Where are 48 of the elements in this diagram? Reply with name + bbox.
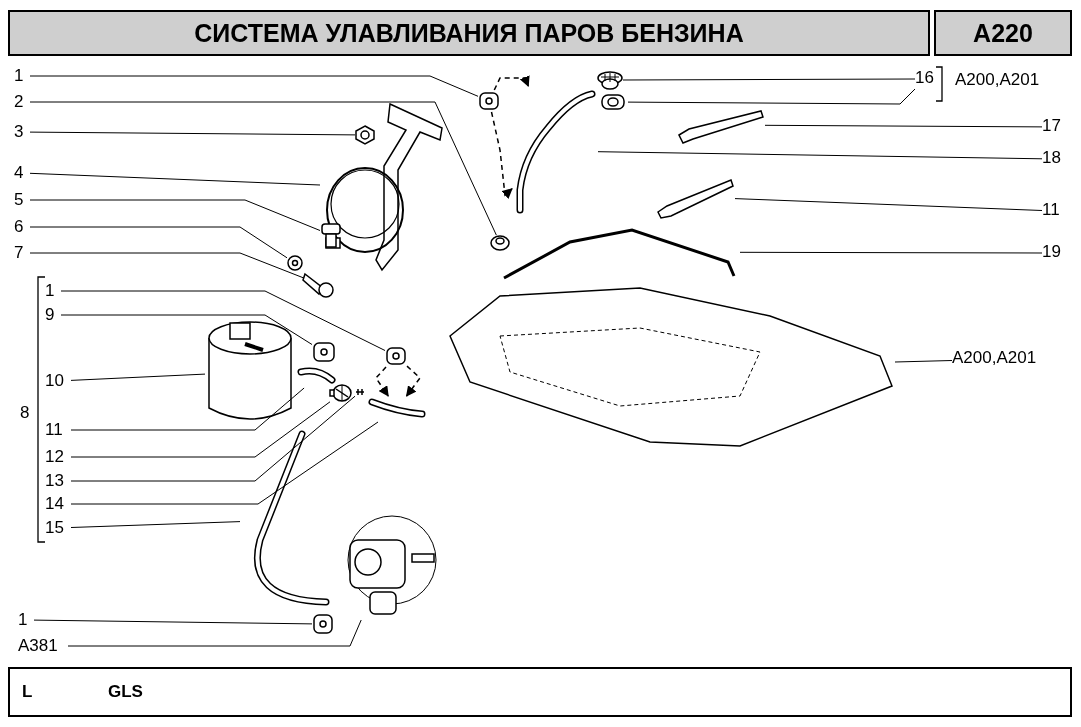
leader-line: [60, 290, 386, 351]
hose-clamp-drawing: [312, 612, 334, 636]
trim-code: GLS: [108, 682, 143, 702]
valve-drawing: [330, 382, 354, 404]
dashed-arrow: [405, 365, 421, 397]
page-code: A220: [973, 18, 1033, 48]
leader-line: [70, 387, 305, 431]
leader-line: [33, 619, 313, 625]
grommet-drawing: [490, 235, 510, 251]
leader-line: [29, 131, 356, 136]
filler-cap-drawing: [597, 70, 623, 90]
hose-clamp-drawing: [312, 340, 336, 364]
trim-code: L: [22, 682, 33, 702]
bolt-drawing: [320, 222, 342, 248]
leader-line: [29, 226, 288, 259]
reference-label: A200,A201: [955, 70, 1040, 90]
leader-line: [29, 252, 304, 279]
leader-line: [29, 101, 497, 236]
leader-line: [70, 395, 356, 482]
hose-nipple-drawing: [355, 387, 365, 397]
dashed-arrow: [490, 111, 513, 199]
leader-line: [70, 401, 331, 458]
leader-line: [894, 360, 953, 363]
leader-line: [70, 421, 379, 505]
leader-line: [739, 251, 1043, 254]
nut-drawing: [355, 125, 375, 145]
hose-clamp-drawing: [385, 345, 407, 367]
leader-line: [29, 75, 479, 97]
dashed-arrow: [375, 366, 389, 397]
leader-line: [734, 198, 1043, 211]
callout-number: 8: [20, 403, 30, 423]
title: СИСТЕМА УЛАВЛИВАНИЯ ПАРОВ БЕНЗИНА: [194, 18, 744, 48]
washer-drawing: [287, 255, 303, 271]
leader-line: [627, 88, 916, 105]
leader-line: [29, 172, 321, 186]
filler-neck-seal-drawing: [600, 93, 628, 111]
cable-tie-drawing: [655, 176, 735, 218]
leader-line: [764, 124, 1043, 128]
hose-clamp-drawing: [478, 90, 500, 112]
bolt-drawing: [303, 270, 335, 298]
leader-line: [622, 78, 916, 81]
leader-line: [70, 521, 241, 528]
leader-line: [67, 619, 362, 647]
leader-line: [29, 199, 321, 231]
leader-line: [70, 373, 206, 381]
dashed-arrow: [493, 75, 530, 91]
leader-line: [597, 151, 1043, 160]
leader-line: [60, 314, 313, 345]
